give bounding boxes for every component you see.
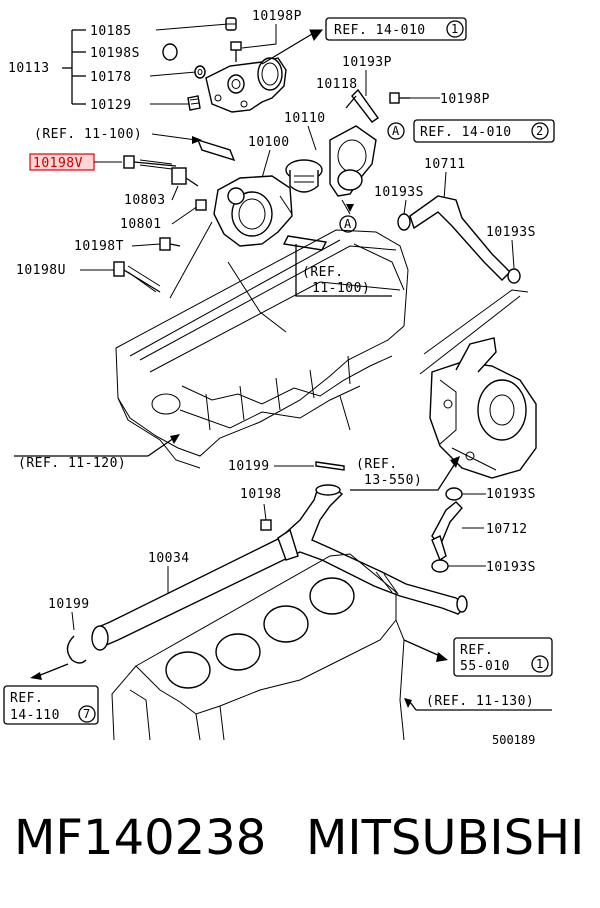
label-10118: 10118 xyxy=(316,77,358,92)
ref-11-100-mid-line1: (REF. xyxy=(302,265,344,280)
bolt-10198u-icon xyxy=(113,261,161,293)
label-10113: 10113 xyxy=(8,61,50,76)
label-10129: 10129 xyxy=(90,98,132,113)
arrow-ref-11-130-icon xyxy=(404,698,412,708)
ref-11-100-mid[interactable]: (REF. 11-100) xyxy=(282,235,392,297)
arrow-ref-55-010-icon xyxy=(436,652,448,662)
label-10198u: 10198U xyxy=(16,263,66,278)
ref-14-110-line2: 14-110 xyxy=(10,708,60,723)
group-10113-callouts xyxy=(62,23,229,105)
highlight-10198v[interactable]: 10198V xyxy=(29,153,95,171)
label-10198-low: 10198 xyxy=(240,487,282,502)
label-10198p-right: 10198P xyxy=(440,92,490,107)
hose-10712 xyxy=(431,501,463,562)
label-10110: 10110 xyxy=(284,111,326,126)
marker-a-top: A xyxy=(387,122,405,140)
label-10178: 10178 xyxy=(90,70,132,85)
ref-13-550[interactable]: (REF. 13-550) xyxy=(350,456,460,491)
label-10185: 10185 xyxy=(90,24,132,39)
sensor-10803-icon xyxy=(171,167,199,187)
ref-11-120[interactable]: (REF. 11-120) xyxy=(14,434,180,471)
o-ring-10199-mid xyxy=(315,461,345,471)
bolt-10198v-icon xyxy=(123,155,177,170)
brand-name: MITSUBISHI xyxy=(306,810,585,866)
ref-11-130[interactable]: (REF. 11-130) xyxy=(404,694,552,711)
ref-11-120-text: (REF. 11-120) xyxy=(18,456,126,471)
ref-55-010-box[interactable]: REF. 55-010 1 xyxy=(453,637,553,677)
ref-14-010-1-box[interactable]: REF. 14-010 1 xyxy=(325,17,467,41)
arrow-a-down-icon xyxy=(346,204,354,212)
ref-14-010-1-circle-num: 1 xyxy=(451,22,458,36)
cylinder-head xyxy=(115,229,409,469)
snap-ring-10199-left xyxy=(66,635,87,664)
ref-11-100-mid-line2: 11-100) xyxy=(312,281,370,296)
label-10801: 10801 xyxy=(120,217,162,232)
ref-14-010-2-circle-num: 2 xyxy=(536,124,543,138)
ref-14-010-1-text: REF. 14-010 xyxy=(334,23,426,38)
ref-14-010-2-box[interactable]: REF. 14-010 2 xyxy=(413,119,555,143)
thermostat-housing-10100 xyxy=(213,175,293,247)
parts-diagram: 10113 10185 10198S 10178 10129 10198P RE… xyxy=(3,9,555,747)
label-10198p-top: 10198P xyxy=(252,9,302,24)
ref-11-100-top[interactable]: (REF. 11-100) xyxy=(34,127,142,142)
label-10712: 10712 xyxy=(486,522,528,537)
label-10193p: 10193P xyxy=(342,55,392,70)
thermostat-valve xyxy=(285,159,323,193)
bolt-10198-low-icon xyxy=(260,519,272,531)
ref-14-110-circle-num: 7 xyxy=(83,707,90,721)
label-10193s-b: 10193S xyxy=(486,225,536,240)
ref-55-010-line1: REF. xyxy=(460,643,493,658)
label-10198s: 10198S xyxy=(90,46,140,61)
label-10193s-a: 10193S xyxy=(374,185,424,200)
clamp-10193s-d-icon xyxy=(431,559,449,573)
thermostat-cover-10110 xyxy=(329,125,377,215)
plug-10198s-icon xyxy=(162,43,178,61)
ref-55-010-circle-num: 1 xyxy=(536,657,543,671)
label-10711: 10711 xyxy=(424,157,466,172)
ref-13-550-line2: 13-550) xyxy=(364,473,422,488)
ref-11-130-text: (REF. 11-130) xyxy=(426,694,534,709)
diagram-number: 500189 xyxy=(492,733,535,747)
arrow-ref-14-010-1-icon xyxy=(309,29,324,41)
label-10198v: 10198V xyxy=(33,156,83,171)
bolt-10198p-top-icon xyxy=(230,41,242,62)
label-10199-mid: 10199 xyxy=(228,459,270,474)
product-caption: MF140238 MITSUBISHI xyxy=(14,808,594,868)
washer-10178-icon xyxy=(194,65,206,79)
ref-14-110-line1: REF. xyxy=(10,691,43,706)
label-10198t: 10198T xyxy=(74,239,124,254)
label-10100: 10100 xyxy=(248,135,290,150)
label-10034: 10034 xyxy=(148,551,190,566)
cylinder-block xyxy=(111,553,405,741)
gasket-10129-icon xyxy=(187,95,201,111)
marker-a-mid-text: A xyxy=(344,217,352,231)
label-10193s-d: 10193S xyxy=(486,560,536,575)
arrow-ref-13-550-icon xyxy=(450,456,460,468)
arrow-ref-14-110-icon xyxy=(30,672,42,680)
part-number: MF140238 xyxy=(14,810,267,866)
ref-14-010-2-text: REF. 14-010 xyxy=(420,125,512,140)
label-10199-left: 10199 xyxy=(48,597,90,612)
sensor-10801-icon xyxy=(195,199,207,211)
hose-10711 xyxy=(397,195,521,284)
arrow-ref-11-100-top-icon xyxy=(192,136,202,144)
bracket-10193p-icon xyxy=(345,88,379,123)
label-10803: 10803 xyxy=(124,193,166,208)
bolt-10198t-icon xyxy=(159,237,181,251)
water-pump-assembly xyxy=(419,289,537,479)
water-outlet-fitting xyxy=(205,57,287,113)
ref-13-550-line1: (REF. xyxy=(356,457,398,472)
marker-a-top-text: A xyxy=(392,124,400,138)
ref-14-110-box[interactable]: REF. 14-110 7 xyxy=(3,685,99,725)
label-10193s-c: 10193S xyxy=(486,487,536,502)
arrow-ref-11-120-icon xyxy=(170,434,180,444)
clamp-10193s-c-icon xyxy=(445,487,463,501)
hose-clip-part xyxy=(196,138,236,162)
marker-a-mid: A xyxy=(339,215,357,233)
ref-55-010-line2: 55-010 xyxy=(460,659,510,674)
cap-10185-icon xyxy=(225,17,237,31)
